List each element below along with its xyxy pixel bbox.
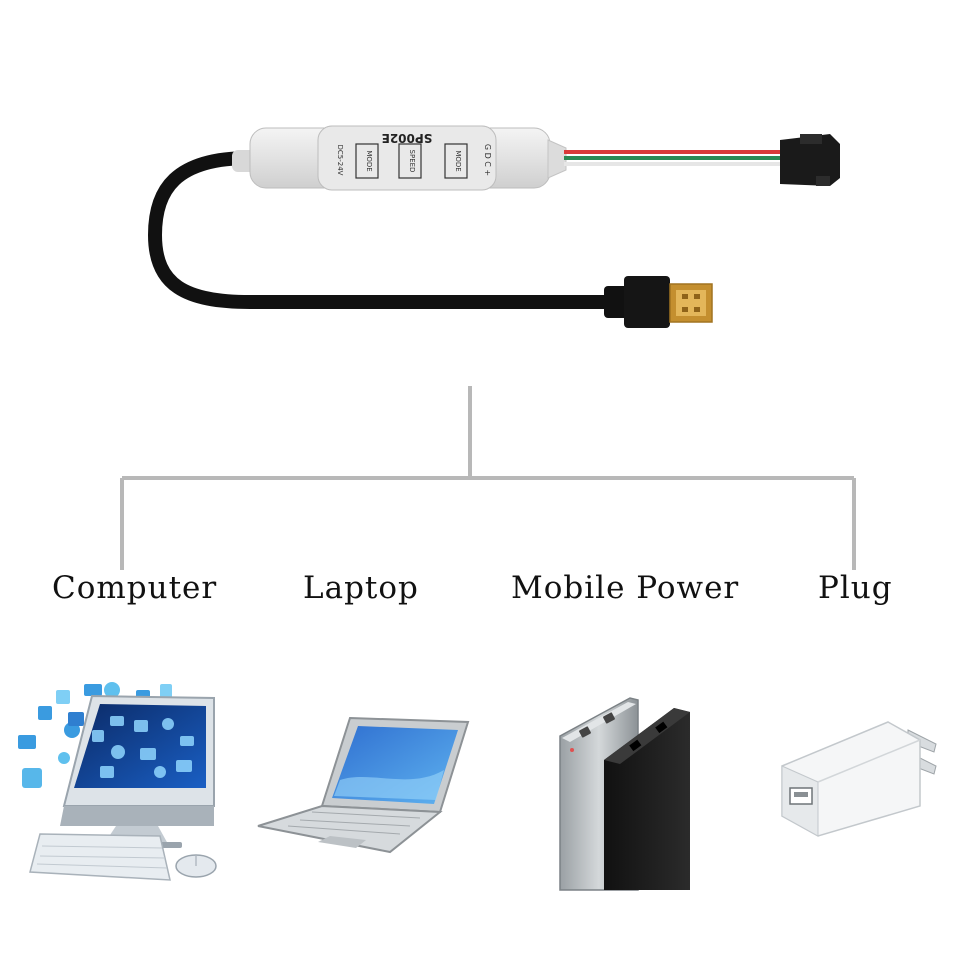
usb-plug	[604, 276, 713, 328]
mode-button-left	[355, 143, 379, 179]
speed-button	[398, 143, 422, 179]
laptop-icon	[257, 716, 470, 854]
button-label-2: SPEED	[408, 150, 416, 173]
connector-tree	[120, 386, 856, 570]
button-label-1: MODE	[365, 150, 373, 171]
source-label-plug: Plug	[818, 570, 893, 606]
jst-connector	[780, 134, 840, 186]
power-input-label: DC5-24V	[336, 145, 344, 176]
source-label-laptop: Laptop	[303, 570, 419, 606]
power-bank-icon	[559, 697, 690, 891]
usb-wall-plug-icon	[781, 721, 937, 837]
desktop-computer-icon	[18, 682, 217, 881]
led-controller: SP002E MODE SPEED MODE DC5-24V G D C +	[147, 125, 840, 328]
black-cable	[147, 151, 617, 309]
source-label-computer: Computer	[52, 570, 218, 606]
model-label: SP002E	[382, 131, 433, 145]
output-pin-label: G D C +	[483, 144, 492, 176]
mode-button-right	[444, 143, 468, 179]
button-label-3: MODE	[454, 150, 462, 171]
source-label-mobile-power: Mobile Power	[511, 570, 740, 606]
